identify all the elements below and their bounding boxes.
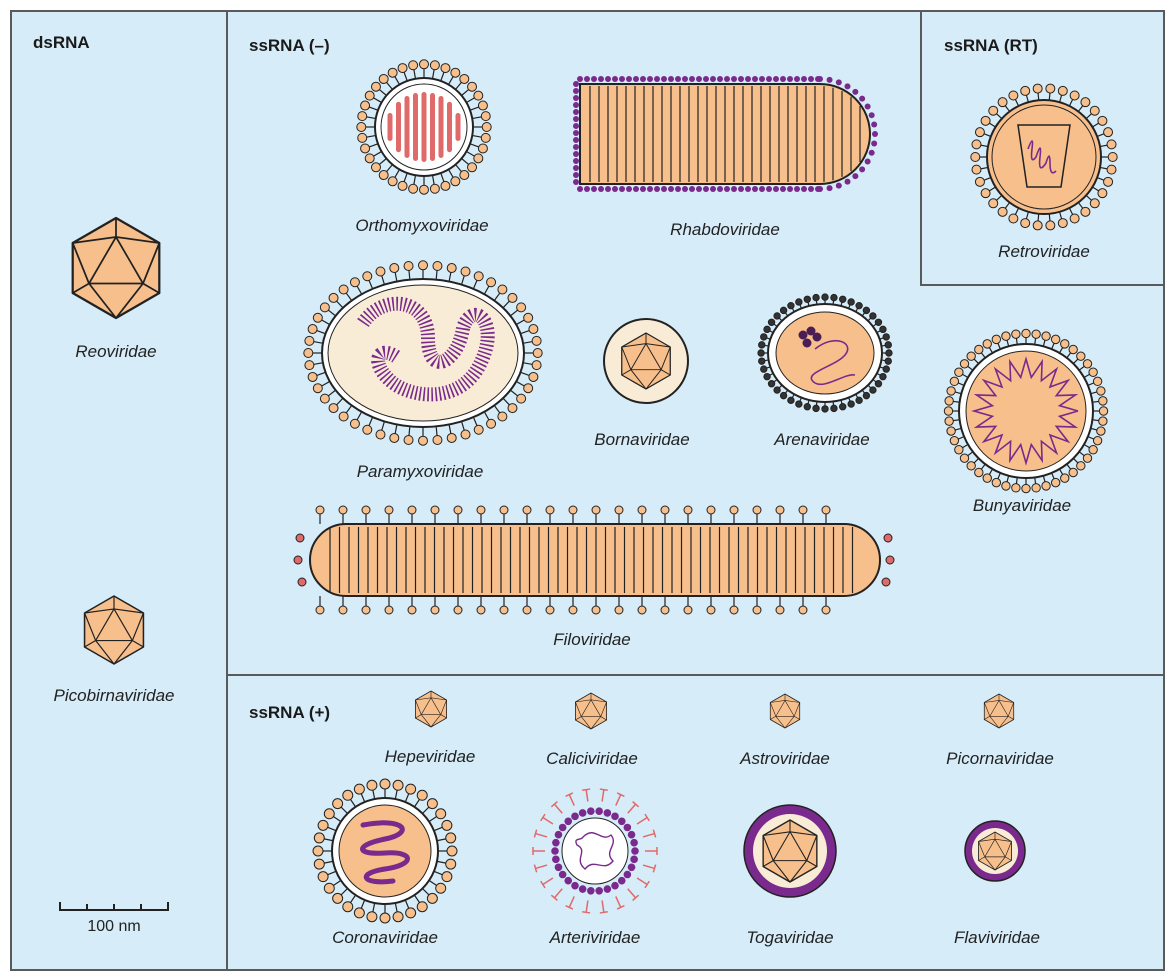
togaviridae-particle bbox=[744, 805, 836, 897]
reoviridae-particle bbox=[73, 218, 160, 318]
coronaviridae-particle bbox=[313, 779, 457, 923]
paramyxoviridae-particle bbox=[304, 261, 542, 445]
scale-bar bbox=[60, 902, 168, 910]
label-paramyxoviridae: Paramyxoviridae bbox=[357, 462, 484, 482]
label-arenaviridae: Arenaviridae bbox=[774, 430, 869, 450]
picornaviridae-particle bbox=[984, 694, 1013, 728]
arenaviridae-particle bbox=[758, 294, 892, 412]
label-bornaviridae: Bornaviridae bbox=[594, 430, 689, 450]
bornaviridae-particle bbox=[604, 319, 688, 403]
label-flaviviridae: Flaviviridae bbox=[954, 928, 1040, 948]
retroviridae-particle bbox=[971, 84, 1117, 230]
orthomyxoviridae-particle bbox=[357, 60, 491, 194]
label-rhabdoviridae: Rhabdoviridae bbox=[670, 220, 780, 240]
arteriviridae-particle bbox=[533, 789, 657, 913]
label-orthomyxoviridae: Orthomyxoviridae bbox=[355, 216, 488, 236]
filoviridae-particle bbox=[294, 506, 894, 614]
label-picobirnaviridae: Picobirnaviridae bbox=[54, 686, 175, 706]
label-togaviridae: Togaviridae bbox=[746, 928, 833, 948]
label-filoviridae: Filoviridae bbox=[553, 630, 630, 650]
label-reoviridae: Reoviridae bbox=[75, 342, 156, 362]
label-retroviridae: Retroviridae bbox=[998, 242, 1090, 262]
flaviviridae-particle bbox=[965, 821, 1025, 881]
scale-bar-label: 100 nm bbox=[87, 918, 140, 936]
rhabdoviridae-particle bbox=[573, 76, 878, 192]
picobirnaviridae-particle bbox=[85, 596, 144, 664]
bunyaviridae-particle bbox=[944, 329, 1107, 492]
label-picornaviridae: Picornaviridae bbox=[946, 749, 1054, 769]
label-hepeviridae: Hepeviridae bbox=[385, 747, 476, 767]
label-astroviridae: Astroviridae bbox=[740, 749, 830, 769]
label-bunyaviridae: Bunyaviridae bbox=[973, 496, 1071, 516]
caliciviridae-particle bbox=[575, 693, 606, 729]
astroviridae-particle bbox=[770, 694, 799, 728]
label-arteriviridae: Arteriviridae bbox=[550, 928, 641, 948]
label-caliciviridae: Caliciviridae bbox=[546, 749, 638, 769]
hepeviridae-particle bbox=[415, 691, 446, 727]
label-coronaviridae: Coronaviridae bbox=[332, 928, 438, 948]
